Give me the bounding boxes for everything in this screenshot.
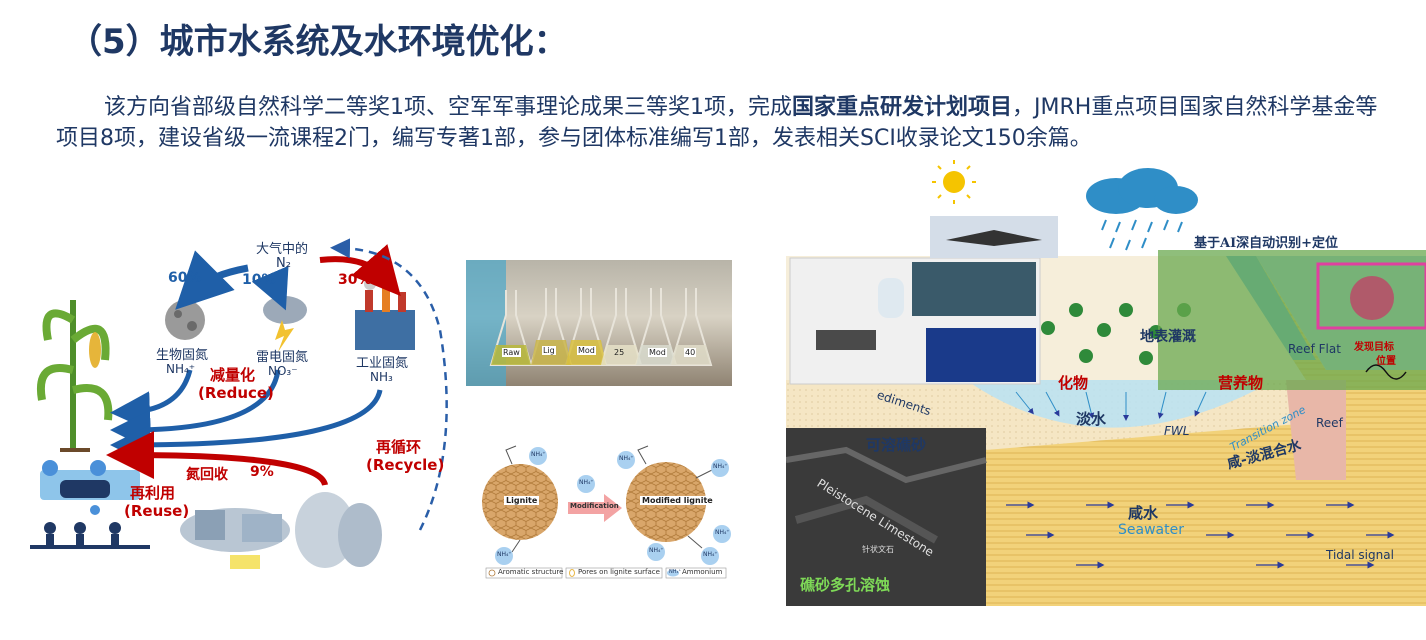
reef-flat-label: Reef Flat <box>1288 342 1341 356</box>
ai-label: 基于AI深自动识别+定位 <box>1194 236 1339 251</box>
legend-ammonium: Ammonium <box>682 568 723 576</box>
reef-label: Reef <box>1316 416 1343 430</box>
nitrogen-cycle-panel: 大气中的 N₂ 60% 10% 30% 生物固氮 NH₄⁺ 雷电固氮 NO₃⁻ … <box>20 230 460 590</box>
paragraph-bold: 国家重点研发计划项目 <box>792 95 1013 120</box>
rain-cloud-icon <box>1086 168 1198 251</box>
atmosphere-label: 大气中的 <box>256 242 309 257</box>
flask-photo: Raw Lig Mod 25 Mod 40 <box>466 260 732 386</box>
pct-industry: 30% <box>338 272 372 288</box>
pct-bio: 60% <box>168 270 202 286</box>
micro-label: 针状文石 <box>862 545 894 554</box>
atmosphere-n2-label: N₂ <box>276 256 291 271</box>
ammonium-badge-7: NH₄⁺ <box>715 529 730 536</box>
nitrogen-cycle-svg <box>30 238 448 569</box>
industrial-fixation-sub: NH₃ <box>370 370 393 384</box>
microbe-icon <box>165 300 205 340</box>
intro-paragraph: 该方向省部级自然科学二等奖1项、空军军事理论成果三等奖1项，完成国家重点研发计划… <box>56 92 1386 154</box>
ammonium-badge-3: NH₄⁺ <box>579 479 594 486</box>
reduce-en: (Reduce) <box>198 384 274 402</box>
flask-label-1: Raw <box>502 348 521 357</box>
lightning-fixation-sub: NO₃⁻ <box>268 364 298 378</box>
flask-label-3: Mod <box>577 346 596 355</box>
legend-pores: Pores on lignite surface <box>578 568 660 576</box>
irrigation-label: 地表灌溉 <box>1140 329 1196 345</box>
industrial-fixation-label: 工业固氮 <box>356 356 409 371</box>
freshwater-label: 淡水 <box>1076 410 1107 428</box>
reuse-cn: 再利用 <box>130 484 176 502</box>
page-title: （5）城市水系统及水环境优化： <box>68 22 568 62</box>
target-label-1: 发现目标 <box>1354 342 1394 353</box>
soluble-sand-label: 可溶礁砂 <box>866 436 927 454</box>
flask-label-2: Lig <box>542 346 556 355</box>
bio-fixation-sub: NH₄⁺ <box>166 362 196 376</box>
flask-label-4: 25 <box>614 348 625 357</box>
modified-lignite-label: Modified lignite <box>640 496 715 505</box>
bio-fixation-label: 生物固氮 <box>156 348 209 363</box>
lightning-cloud-icon <box>263 296 307 352</box>
treatment-plant-icon <box>180 492 382 569</box>
reuse-en: (Reuse) <box>124 502 190 520</box>
coastal-svg <box>786 160 1426 606</box>
saltwater-label: 咸水 <box>1128 504 1159 522</box>
livestock-icon <box>40 460 140 500</box>
modification-label: Modification <box>570 502 619 510</box>
paragraph-part1: 该方向省部级自然科学二等奖1项、空军军事理论成果三等奖1项，完成 <box>104 95 792 120</box>
nutrients-label: 营养物 <box>1218 374 1264 392</box>
nutrients-partial-label: 化物 <box>1058 374 1089 392</box>
target-box <box>1316 262 1426 330</box>
reduce-cn: 减量化 <box>210 366 256 384</box>
ammonium-badge-4: NH₄⁺ <box>619 455 634 462</box>
ammonium-badge-2: NH₄⁺ <box>497 551 512 558</box>
recycle-cn: 再循环 <box>376 438 422 456</box>
people-icon <box>30 505 150 549</box>
recycle-en: (Recycle) <box>366 456 445 474</box>
sun-icon <box>932 160 976 204</box>
recovery-cn: 氮回收 <box>186 467 228 483</box>
lightning-fixation-label: 雷电固氮 <box>256 350 309 365</box>
ammonium-badge-8: NH₄⁺ <box>703 551 718 558</box>
lignite-label: Lignite <box>504 496 540 505</box>
flask-label-6: 40 <box>684 348 697 357</box>
paragraph-part2: ，JMRH重点项目国家自然科学基金等项目8项，建设省级一流课程2门，编写专著1部… <box>56 95 1378 151</box>
ammonium-badge-5: NH₄⁺ <box>713 463 728 470</box>
target-label-2: 位置 <box>1376 356 1396 367</box>
legend-aromatic: Aromatic structure <box>498 568 564 576</box>
seawater-label: Seawater <box>1118 522 1184 538</box>
lignite-diagram: Lignite Modified lignite Modification NH… <box>476 438 734 580</box>
tidal-label: Tidal signal <box>1326 548 1394 562</box>
ammonium-badge-6: NH₄⁺ <box>649 547 664 554</box>
coastal-panel: 基于AI深自动识别+定位 发现目标 位置 地表灌溉 化物 营养物 Reef Fl… <box>786 160 1426 606</box>
corn-plant-icon <box>37 300 113 452</box>
ammonium-badge-1: NH₄⁺ <box>531 451 546 458</box>
pct-recovery: 9% <box>250 464 274 480</box>
pct-lightning: 10% <box>242 272 276 288</box>
karst-label: 礁砂多孔溶蚀 <box>800 576 891 594</box>
flask-label-5: Mod <box>648 348 667 357</box>
fwl-label: FWL <box>1164 424 1190 438</box>
ai-detection-photo <box>1158 250 1426 390</box>
legend-ammonium-symbol: NH₄⁺ <box>669 569 682 575</box>
